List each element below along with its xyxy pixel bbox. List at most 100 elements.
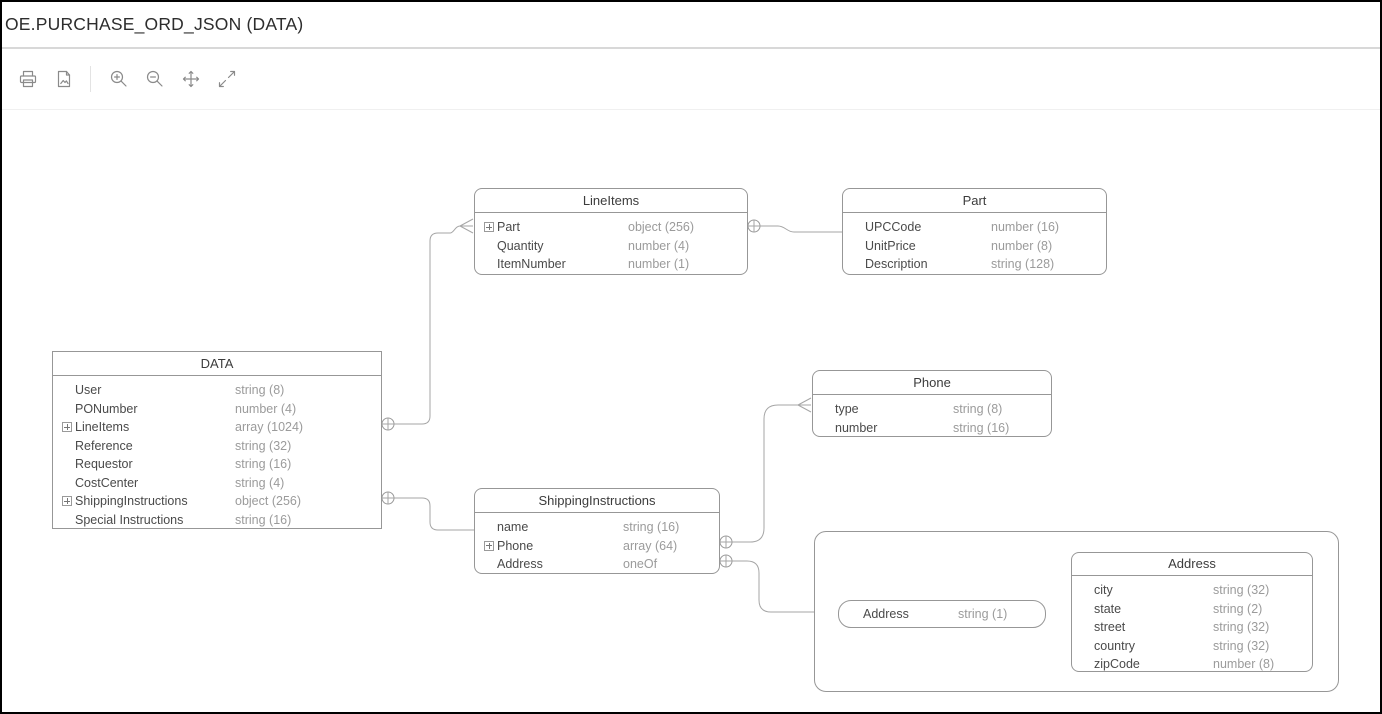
entity-rows: User string (8) PONumber number (4) Line… (53, 376, 381, 529)
field-name: UnitPrice (865, 238, 916, 253)
field-row: Address string (1) (839, 601, 1045, 627)
field-type: string (128) (991, 257, 1055, 271)
field-row: ShippingInstructions object (256) (53, 492, 381, 511)
entity-title: Part (843, 189, 1106, 213)
zoom-out-button[interactable] (145, 69, 165, 89)
pan-icon (182, 70, 200, 88)
export-image-icon (57, 70, 71, 88)
field-row: UnitPrice number (8) (843, 237, 1106, 256)
entity-part[interactable]: Part UPCCode number (16) UnitPrice numbe… (842, 188, 1107, 275)
field-row: ItemNumber number (1) (475, 255, 747, 274)
toolbar-separator (90, 66, 91, 92)
expand-icon[interactable] (62, 496, 72, 507)
field-name: zipCode (1094, 657, 1140, 671)
expand-icon[interactable] (484, 222, 494, 233)
field-name: Part (497, 220, 520, 234)
field-type: number (8) (1213, 657, 1275, 671)
field-row: Description string (128) (843, 255, 1106, 274)
fit-to-window-icon (218, 70, 236, 88)
field-row: Address oneOf (475, 555, 719, 574)
field-type: string (16) (235, 457, 292, 471)
entity-data[interactable]: DATA User string (8) PONumber number (4)… (52, 351, 382, 529)
field-row: country string (32) (1072, 637, 1312, 656)
title-bar: OE.PURCHASE_ORD_JSON (DATA) (2, 2, 1380, 49)
entity-title: Address (1072, 553, 1312, 576)
field-type: string (16) (235, 512, 292, 527)
field-name: Address (863, 606, 909, 621)
field-name: name (497, 520, 529, 534)
entity-title: LineItems (475, 189, 747, 213)
field-type: oneOf (623, 557, 658, 571)
crow-foot-lineitems (459, 218, 474, 234)
field-type: number (16) (991, 220, 1060, 234)
field-name: Address (497, 557, 543, 571)
field-row: User string (8) (53, 381, 381, 400)
field-row: PONumber number (4) (53, 400, 381, 419)
entity-phone[interactable]: Phone type string (8) number string (16) (812, 370, 1052, 437)
entity-lineitems[interactable]: LineItems Part object (256) Quantity num… (474, 188, 748, 275)
export-image-button[interactable] (54, 69, 74, 89)
connector-lineitems-part (747, 219, 842, 233)
field-type: string (8) (235, 383, 285, 397)
entity-address[interactable]: Address city string (32) state string (2… (1071, 552, 1313, 672)
connector-data-lineitems (381, 218, 474, 431)
field-type: string (32) (1213, 583, 1270, 597)
zoom-out-icon (146, 70, 163, 87)
field-name: street (1094, 620, 1126, 634)
field-type: string (16) (953, 420, 1010, 435)
field-row: Requestor string (16) (53, 455, 381, 474)
entity-address-ref[interactable]: Address string (1) (838, 600, 1046, 628)
field-row: Special Instructions string (16) (53, 511, 381, 530)
field-type: string (8) (953, 402, 1003, 416)
expand-icon[interactable] (484, 540, 494, 551)
field-type: array (64) (623, 538, 678, 553)
diagram-canvas[interactable]: DATA User string (8) PONumber number (4)… (2, 110, 1380, 710)
field-type: object (256) (235, 494, 302, 508)
field-name: LineItems (75, 420, 130, 434)
field-type: number (4) (235, 401, 297, 416)
field-name: ShippingInstructions (75, 494, 188, 508)
field-name: city (1094, 583, 1113, 597)
pan-button[interactable] (181, 69, 201, 89)
field-row: zipCode number (8) (1072, 655, 1312, 674)
field-type: string (2) (1213, 601, 1263, 616)
zoom-in-button[interactable] (109, 69, 129, 89)
entity-title: ShippingInstructions (475, 489, 719, 513)
field-row: state string (2) (1072, 600, 1312, 619)
entity-rows: UPCCode number (16) UnitPrice number (8)… (843, 213, 1106, 274)
field-name: state (1094, 601, 1122, 616)
entity-rows: city string (32) state string (2) street… (1072, 576, 1312, 674)
zoom-in-icon (110, 70, 127, 87)
field-row: number string (16) (813, 419, 1051, 438)
field-row: Quantity number (4) (475, 237, 747, 256)
field-row: street string (32) (1072, 618, 1312, 637)
field-name: Phone (497, 538, 534, 553)
field-row: CostCenter string (4) (53, 474, 381, 493)
fit-to-window-button[interactable] (217, 69, 237, 89)
field-name: User (75, 383, 102, 397)
field-name: CostCenter (75, 475, 139, 490)
crow-foot-phone (797, 397, 812, 413)
field-name: Reference (75, 438, 133, 453)
connector-shipping-address (719, 554, 814, 613)
field-type: string (32) (235, 438, 292, 453)
field-type: string (1) (958, 606, 1008, 621)
print-button[interactable] (18, 69, 38, 89)
field-name: Requestor (75, 457, 133, 471)
field-name: number (835, 420, 878, 435)
field-row: Part object (256) (475, 218, 747, 237)
field-row: LineItems array (1024) (53, 418, 381, 437)
field-name: Description (865, 257, 928, 271)
field-name: PONumber (75, 401, 138, 416)
diagram-toolbar (2, 49, 1380, 110)
field-row: name string (16) (475, 518, 719, 537)
field-type: number (8) (991, 238, 1053, 253)
entity-rows: name string (16) Phone array (64) Addres… (475, 513, 719, 574)
field-name: type (835, 402, 859, 416)
field-name: Special Instructions (75, 512, 184, 527)
entity-shippinginstructions[interactable]: ShippingInstructions name string (16) Ph… (474, 488, 720, 574)
field-type: string (16) (623, 520, 680, 534)
expand-icon[interactable] (62, 422, 72, 433)
field-name: Quantity (497, 238, 544, 253)
